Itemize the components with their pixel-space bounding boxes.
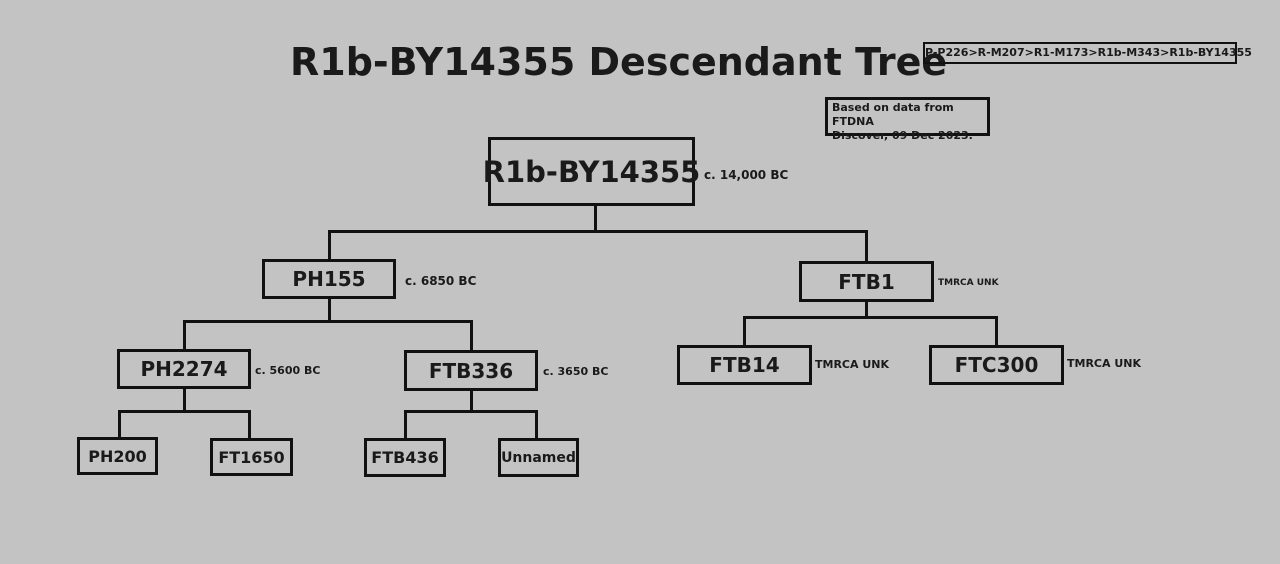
node-label: FTC300 bbox=[954, 353, 1039, 377]
node-ftb14: FTB14 bbox=[677, 345, 812, 385]
node-unnamed: Unnamed bbox=[498, 438, 579, 477]
connector bbox=[328, 230, 868, 233]
node-ftc300: FTC300 bbox=[929, 345, 1064, 385]
node-date: TMRCA UNK bbox=[1067, 357, 1141, 370]
node-date: c. 6850 BC bbox=[405, 274, 477, 288]
connector bbox=[248, 410, 251, 439]
source-note: Based on data from FTDNA Discover, 09 De… bbox=[825, 97, 990, 142]
connector bbox=[183, 320, 186, 350]
diagram-title: R1b-BY14355 Descendant Tree bbox=[290, 40, 948, 84]
node-label: FTB336 bbox=[428, 358, 514, 383]
connector bbox=[470, 320, 473, 350]
node-ph200: PH200 bbox=[77, 437, 158, 475]
connector bbox=[470, 389, 473, 412]
node-label: Unnamed bbox=[501, 449, 576, 466]
node-label: R1b-BY14355 bbox=[482, 154, 701, 189]
connector bbox=[118, 410, 251, 413]
connector bbox=[865, 300, 868, 318]
node-root: R1b-BY14355 bbox=[483, 137, 700, 206]
connector bbox=[995, 316, 998, 346]
node-label: FT1650 bbox=[218, 447, 285, 467]
node-date: TMRCA UNK bbox=[938, 278, 999, 288]
connector bbox=[328, 230, 331, 261]
lineage-path: P-P226>R-M207>R1-M173>R1b-M343>R1b-BY143… bbox=[923, 42, 1252, 64]
node-label: PH155 bbox=[292, 267, 366, 291]
node-ft1650: FT1650 bbox=[210, 438, 293, 476]
node-ftb1: FTB1 bbox=[799, 261, 934, 302]
node-date: TMRCA UNK bbox=[815, 358, 889, 371]
node-ph155: PH155 bbox=[262, 259, 396, 299]
connector bbox=[183, 320, 473, 323]
connector bbox=[404, 410, 538, 413]
connector bbox=[743, 316, 746, 346]
node-date: c. 3650 BC bbox=[543, 365, 609, 378]
connector bbox=[404, 410, 407, 440]
node-label: FTB436 bbox=[371, 448, 439, 467]
connector bbox=[328, 297, 331, 322]
connector bbox=[594, 204, 597, 232]
node-label: PH2274 bbox=[140, 357, 228, 381]
node-date: c. 5600 BC bbox=[255, 364, 321, 377]
node-ftb336: FTB336 bbox=[404, 350, 538, 391]
node-ph2274: PH2274 bbox=[117, 349, 251, 389]
node-ftb436: FTB436 bbox=[364, 438, 446, 477]
connector bbox=[865, 230, 868, 261]
connector bbox=[743, 316, 998, 319]
node-label: FTB1 bbox=[838, 269, 895, 294]
connector bbox=[183, 387, 186, 412]
connector bbox=[118, 410, 121, 439]
node-label: FTB14 bbox=[709, 353, 780, 377]
node-label: PH200 bbox=[88, 446, 147, 466]
node-date: c. 14,000 BC bbox=[704, 168, 789, 182]
connector bbox=[535, 410, 538, 440]
